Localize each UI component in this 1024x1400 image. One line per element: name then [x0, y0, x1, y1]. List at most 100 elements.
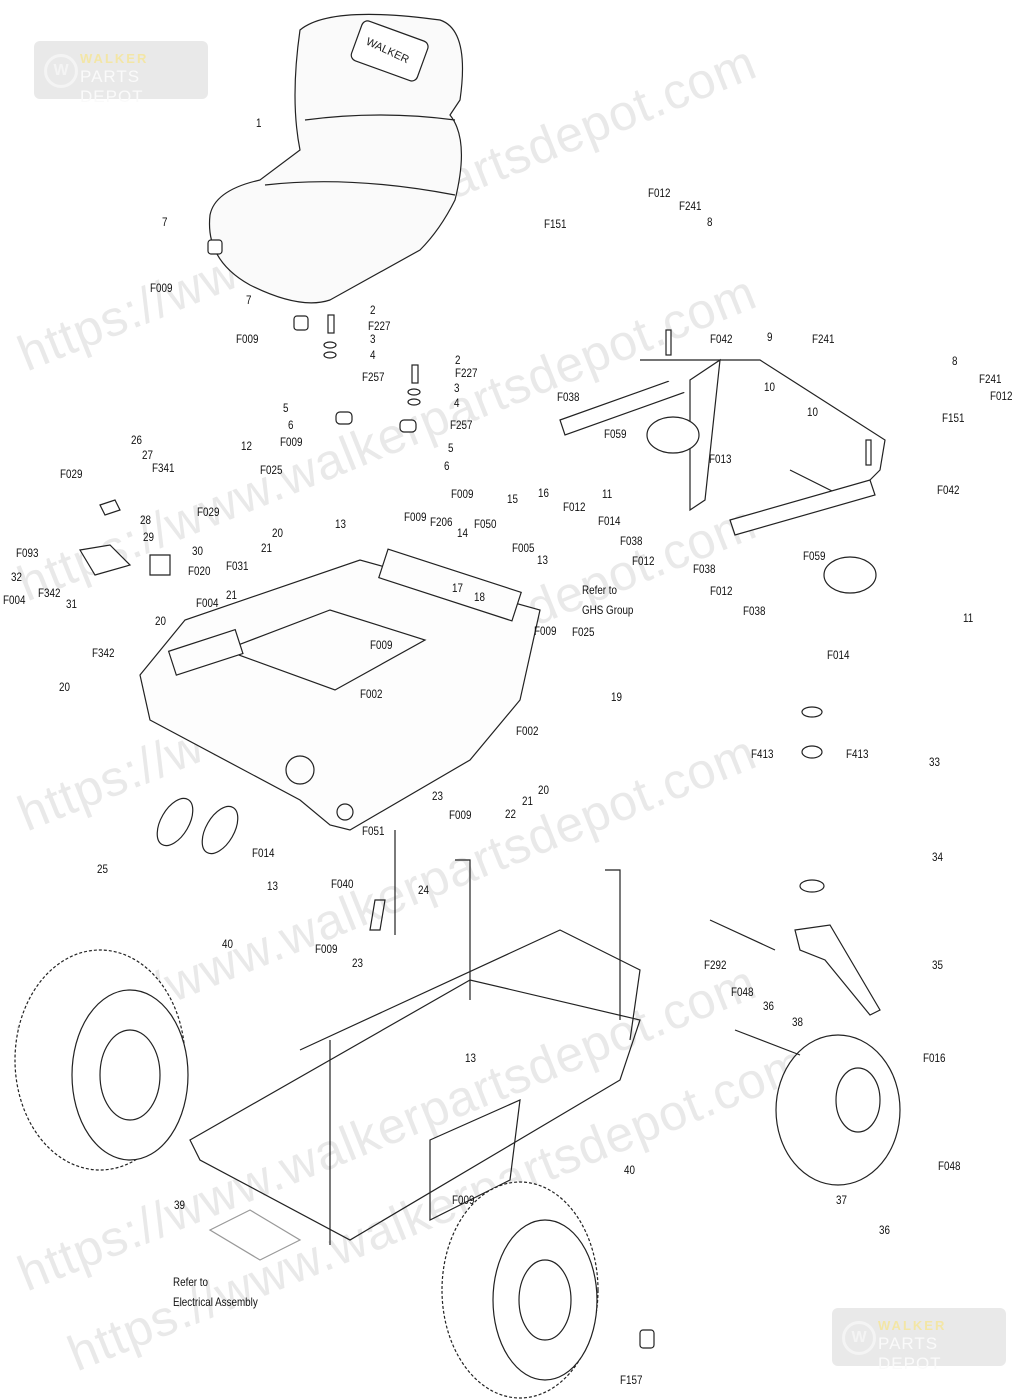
callout-label[interactable]: F038: [693, 562, 716, 576]
callout-label[interactable]: 13: [465, 1051, 476, 1065]
seat[interactable]: WALKER: [208, 13, 464, 304]
callout-label[interactable]: 8: [707, 215, 713, 229]
callout-label[interactable]: 1: [256, 116, 262, 130]
callout-label[interactable]: 4: [454, 396, 460, 410]
callout-label[interactable]: 14: [457, 526, 468, 540]
callout-label[interactable]: 38: [792, 1015, 803, 1029]
callout-label[interactable]: Refer to: [173, 1275, 209, 1289]
callout-label[interactable]: F016: [923, 1051, 946, 1065]
callout-label[interactable]: F012: [632, 554, 655, 568]
callout-label[interactable]: F257: [450, 418, 473, 432]
callout-label[interactable]: 17: [452, 581, 463, 595]
callout-label[interactable]: Refer to: [582, 583, 618, 597]
callout-label[interactable]: F157: [620, 1373, 643, 1387]
callout-label[interactable]: 25: [97, 862, 108, 876]
callout-label[interactable]: F002: [516, 724, 539, 738]
callout-label[interactable]: F020: [188, 564, 211, 578]
callout-label[interactable]: 10: [807, 405, 818, 419]
callout-label[interactable]: F227: [455, 366, 478, 380]
callout-label[interactable]: 20: [155, 614, 166, 628]
callout-label[interactable]: 30: [192, 544, 203, 558]
callout-label[interactable]: 11: [602, 487, 613, 501]
callout-label[interactable]: 2: [455, 353, 461, 367]
callout-label[interactable]: F025: [572, 625, 595, 639]
callout-label[interactable]: F012: [710, 584, 733, 598]
callout-label[interactable]: 40: [222, 937, 233, 951]
callout-label[interactable]: F038: [743, 604, 766, 618]
callout-label[interactable]: F040: [331, 877, 354, 891]
callout-label[interactable]: F048: [938, 1159, 961, 1173]
callout-label[interactable]: 33: [929, 755, 940, 769]
callout-label[interactable]: F241: [979, 372, 1002, 386]
callout-label[interactable]: Electrical Assembly: [173, 1295, 258, 1309]
callout-label[interactable]: 21: [522, 794, 533, 808]
callout-label[interactable]: 21: [226, 588, 237, 602]
callout-label[interactable]: F038: [557, 390, 580, 404]
rear-tires[interactable]: [14, 949, 655, 1399]
callout-label[interactable]: 8: [952, 354, 958, 368]
callout-label[interactable]: 3: [370, 332, 376, 346]
callout-label[interactable]: F227: [368, 319, 391, 333]
callout-label[interactable]: 36: [763, 999, 774, 1013]
callout-label[interactable]: 39: [174, 1198, 185, 1212]
callout-label[interactable]: 31: [66, 597, 77, 611]
callout-label[interactable]: 20: [538, 783, 549, 797]
callout-label[interactable]: F413: [751, 747, 774, 761]
callout-label[interactable]: 20: [272, 526, 283, 540]
callout-label[interactable]: 5: [283, 401, 289, 415]
callout-label[interactable]: F059: [604, 427, 627, 441]
callout-label[interactable]: F042: [937, 483, 960, 497]
callout-label[interactable]: F050: [474, 517, 497, 531]
callout-label[interactable]: F012: [563, 500, 586, 514]
callout-label[interactable]: 34: [932, 850, 943, 864]
callout-label[interactable]: F004: [3, 593, 26, 607]
callout-label[interactable]: 21: [261, 541, 272, 555]
callout-label[interactable]: F009: [280, 435, 303, 449]
callout-label[interactable]: 22: [505, 807, 516, 821]
callout-label[interactable]: F341: [152, 461, 175, 475]
callout-label[interactable]: F009: [452, 1193, 475, 1207]
callout-label[interactable]: 37: [836, 1193, 847, 1207]
callout-label[interactable]: F038: [620, 534, 643, 548]
callout-label[interactable]: F257: [362, 370, 385, 384]
callout-label[interactable]: F413: [846, 747, 869, 761]
callout-label[interactable]: F042: [710, 332, 733, 346]
callout-label[interactable]: 24: [418, 883, 429, 897]
callout-label[interactable]: 16: [538, 486, 549, 500]
control-arms[interactable]: [559, 329, 886, 594]
callout-label[interactable]: 29: [143, 530, 154, 544]
callout-label[interactable]: 32: [11, 570, 22, 584]
callout-label[interactable]: F206: [430, 515, 453, 529]
callout-label[interactable]: 40: [624, 1163, 635, 1177]
callout-label[interactable]: F059: [803, 549, 826, 563]
callout-label[interactable]: F241: [679, 199, 702, 213]
callout-label[interactable]: F051: [362, 824, 385, 838]
callout-label[interactable]: 6: [444, 459, 450, 473]
callout-label[interactable]: F292: [704, 958, 727, 972]
callout-label[interactable]: 7: [162, 215, 168, 229]
callout-label[interactable]: F029: [60, 467, 83, 481]
callout-label[interactable]: F004: [196, 596, 219, 610]
callout-label[interactable]: 23: [352, 956, 363, 970]
callout-label[interactable]: 4: [370, 348, 376, 362]
callout-label[interactable]: F048: [731, 985, 754, 999]
callout-label[interactable]: F005: [512, 541, 535, 555]
callout-label[interactable]: F014: [252, 846, 275, 860]
callout-label[interactable]: 19: [611, 690, 622, 704]
callout-label[interactable]: F093: [16, 546, 39, 560]
callout-label[interactable]: 35: [932, 958, 943, 972]
callout-label[interactable]: F009: [370, 638, 393, 652]
callout-label[interactable]: 13: [267, 879, 278, 893]
callout-label[interactable]: F012: [990, 389, 1013, 403]
callout-label[interactable]: 26: [131, 433, 142, 447]
callout-label[interactable]: F151: [942, 411, 965, 425]
callout-label[interactable]: F025: [260, 463, 283, 477]
callout-label[interactable]: F151: [544, 217, 567, 231]
callout-label[interactable]: F009: [315, 942, 338, 956]
callout-label[interactable]: 2: [370, 303, 376, 317]
body-tub[interactable]: [139, 548, 541, 831]
callout-label[interactable]: F009: [236, 332, 259, 346]
callout-label[interactable]: 6: [288, 418, 294, 432]
callout-label[interactable]: 36: [879, 1223, 890, 1237]
callout-label[interactable]: GHS Group: [582, 603, 634, 617]
